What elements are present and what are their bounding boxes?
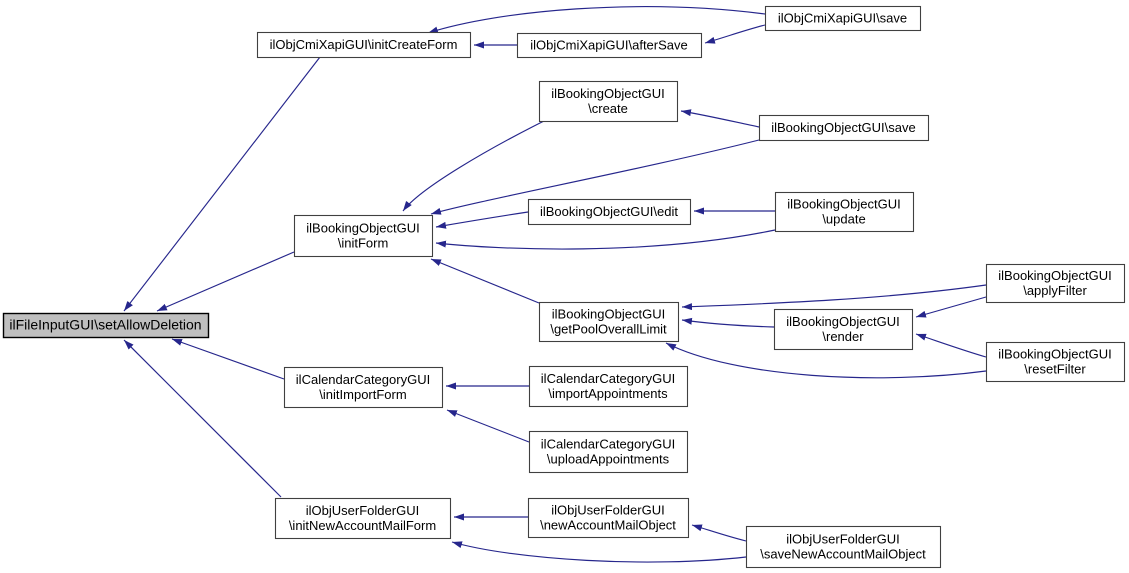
- node-box: [516, 32, 703, 59]
- edge-bo-getPoolOverallLimit-to-bo-initForm: [430, 258, 540, 304]
- node-uf-initNewAccountMailForm[interactable]: ilObjUserFolderGUI\initNewAccountMailFor…: [274, 497, 452, 540]
- node-box: [528, 430, 689, 474]
- node-label: ilCalendarCategoryGUI: [296, 372, 430, 387]
- node-label: ilBookingObjectGUI\save: [771, 120, 916, 135]
- node-bo-create[interactable]: ilBookingObjectGUI\create: [538, 80, 679, 123]
- node-box: [283, 366, 444, 409]
- node-setAllowDeletion: ilFileInputGUI\setAllowDeletion: [2, 312, 210, 339]
- node-label: ilObjUserFolderGUI: [786, 532, 899, 547]
- edge-cmi-save-to-cmi-initCreateForm: [427, 6, 766, 34]
- node-box: [538, 80, 679, 123]
- edge-bo-applyFilter-to-bo-getPoolOverallLimit: [681, 284, 987, 311]
- edge-uf-saveNewAccountMailObject-to-uf-newAccountMailObject: [691, 524, 747, 542]
- node-box: [758, 114, 930, 142]
- node-label: ilObjUserFolderGUI: [306, 503, 419, 518]
- node-label: \importAppointments: [548, 386, 668, 401]
- node-label: ilBookingObjectGUI: [787, 197, 900, 212]
- node-box: [745, 525, 942, 569]
- edge-uf-initNewAccountMailForm-to-setAllowDeletion: [123, 339, 282, 498]
- node-label: \newAccountMailObject: [540, 518, 676, 533]
- edge-bo-applyFilter-to-bo-render: [915, 296, 987, 318]
- edge-bo-create-to-bo-initForm: [402, 120, 545, 212]
- edge-bo-edit-to-bo-initForm: [435, 211, 529, 229]
- node-uf-saveNewAccountMailObject[interactable]: ilObjUserFolderGUI\saveNewAccountMailObj…: [745, 525, 942, 569]
- edge-bo-save-to-bo-create: [680, 109, 760, 128]
- node-label: ilObjCmiXapiGUI\afterSave: [530, 38, 688, 53]
- node-box: [293, 214, 434, 258]
- node-box: [985, 263, 1126, 304]
- node-label: ilFileInputGUI\setAllowDeletion: [9, 317, 201, 333]
- edge-bo-resetFilter-to-bo-getPoolOverallLimit: [665, 342, 987, 379]
- node-label: \getPoolOverallLimit: [550, 322, 667, 337]
- edge-bo-resetFilter-to-bo-render: [915, 333, 987, 358]
- node-cal-uploadAppointments[interactable]: ilCalendarCategoryGUI\uploadAppointments: [528, 430, 689, 474]
- edge-bo-save-to-bo-initForm: [430, 139, 760, 215]
- edge-bo-initForm-to-setAllowDeletion: [156, 251, 295, 312]
- node-bo-render[interactable]: ilBookingObjectGUI\render: [773, 308, 914, 351]
- node-label: ilBookingObjectGUI: [786, 314, 899, 329]
- node-label: \initNewAccountMailForm: [289, 518, 436, 533]
- edges-layer: [123, 6, 987, 563]
- node-cmi-initCreateForm[interactable]: ilObjCmiXapiGUI\initCreateForm: [256, 31, 472, 59]
- node-bo-save[interactable]: ilBookingObjectGUI\save: [758, 114, 930, 142]
- node-label: ilObjUserFolderGUI: [551, 503, 664, 518]
- node-label: ilBookingObjectGUI\edit: [540, 204, 678, 219]
- node-label: \initImportForm: [319, 387, 406, 402]
- node-label: \uploadAppointments: [547, 452, 670, 467]
- node-box: [256, 31, 472, 59]
- edge-cmi-save-to-cmi-afterSave: [704, 24, 766, 44]
- node-label: ilBookingObjectGUI: [306, 221, 419, 236]
- node-box: [764, 5, 922, 32]
- node-cal-importAppointments[interactable]: ilCalendarCategoryGUI\importAppointments: [528, 365, 689, 408]
- node-label: \render: [822, 329, 864, 344]
- node-cmi-save[interactable]: ilObjCmiXapiGUI\save: [764, 5, 922, 32]
- node-box: [528, 365, 689, 408]
- node-bo-edit[interactable]: ilBookingObjectGUI\edit: [527, 198, 692, 226]
- node-bo-resetFilter[interactable]: ilBookingObjectGUI\resetFilter: [985, 341, 1126, 383]
- edge-uf-saveNewAccountMailObject-to-uf-initNewAccountMailForm: [451, 541, 747, 563]
- node-bo-getPoolOverallLimit[interactable]: ilBookingObjectGUI\getPoolOverallLimit: [538, 301, 680, 343]
- node-label: ilCalendarCategoryGUI: [541, 371, 675, 386]
- edge-cal-uploadAppointments-to-cal-initImportForm: [446, 409, 530, 443]
- node-box: [773, 308, 914, 351]
- node-bo-update[interactable]: ilBookingObjectGUI\update: [774, 191, 915, 233]
- node-cal-initImportForm[interactable]: ilCalendarCategoryGUI\initImportForm: [283, 366, 444, 409]
- node-label: \applyFilter: [1023, 283, 1087, 298]
- node-label: \create: [588, 101, 628, 116]
- edge-bo-update-to-bo-initForm: [435, 229, 776, 250]
- node-box: [527, 497, 690, 539]
- node-label: ilBookingObjectGUI: [998, 347, 1111, 362]
- node-box: [274, 497, 452, 540]
- node-box: [2, 312, 210, 339]
- node-box: [538, 301, 680, 343]
- nodes-layer: ilFileInputGUI\setAllowDeletion ilObjCmiX…: [2, 5, 1126, 569]
- node-cmi-afterSave[interactable]: ilObjCmiXapiGUI\afterSave: [516, 32, 703, 59]
- node-label: ilObjCmiXapiGUI\initCreateForm: [270, 37, 458, 52]
- node-label: ilBookingObjectGUI: [551, 86, 664, 101]
- node-box: [985, 341, 1126, 383]
- node-label: ilObjCmiXapiGUI\save: [778, 11, 907, 26]
- node-label: \saveNewAccountMailObject: [760, 547, 926, 562]
- edge-cmi-initCreateForm-to-setAllowDeletion: [123, 56, 321, 312]
- node-box: [774, 191, 915, 233]
- node-label: ilBookingObjectGUI: [998, 268, 1111, 283]
- node-bo-initForm[interactable]: ilBookingObjectGUI\initForm: [293, 214, 434, 258]
- node-uf-newAccountMailObject[interactable]: ilObjUserFolderGUI\newAccountMailObject: [527, 497, 690, 539]
- node-label: ilBookingObjectGUI: [552, 307, 665, 322]
- edge-cal-initImportForm-to-setAllowDeletion: [171, 338, 285, 380]
- node-label: \resetFilter: [1024, 362, 1086, 377]
- node-bo-applyFilter[interactable]: ilBookingObjectGUI\applyFilter: [985, 263, 1126, 304]
- node-box: [527, 198, 692, 226]
- node-label: ilCalendarCategoryGUI: [541, 437, 675, 452]
- edge-bo-render-to-bo-getPoolOverallLimit: [681, 317, 775, 328]
- node-label: \initForm: [338, 236, 389, 251]
- node-label: \update: [822, 212, 865, 227]
